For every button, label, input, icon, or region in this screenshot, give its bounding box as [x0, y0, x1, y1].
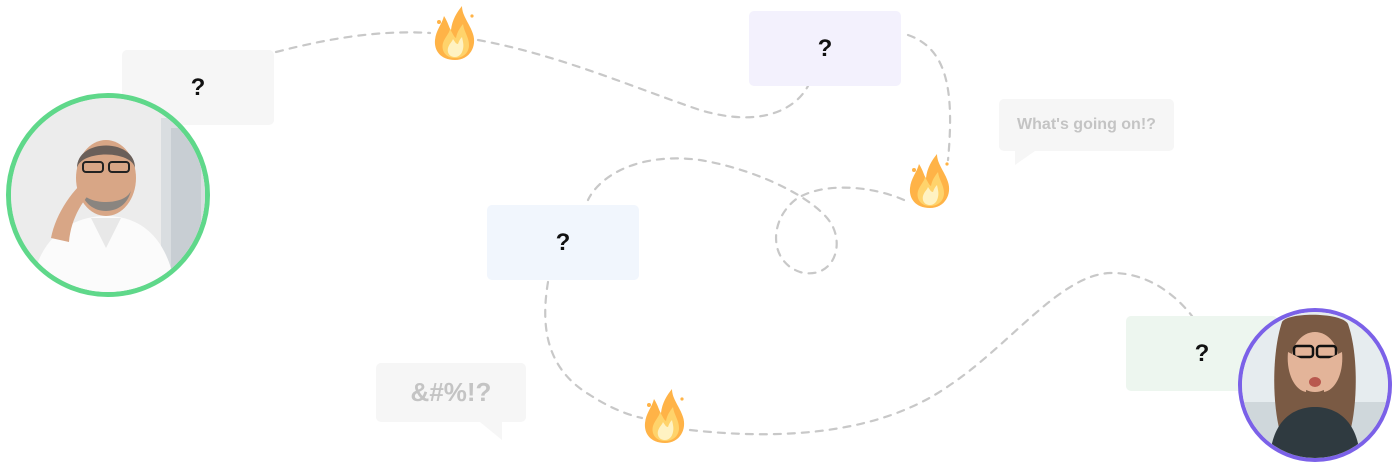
- speech-tail: [480, 422, 502, 440]
- speech-tail: [1015, 151, 1035, 165]
- path-fire2-loop-to-bubble3: [586, 157, 906, 275]
- path-bubble2-to-fire2: [906, 33, 952, 162]
- fire-icon: [430, 4, 480, 62]
- question-bubble-purple: ?: [749, 11, 901, 86]
- path-bubble3-to-fire3: [544, 280, 644, 420]
- question-mark: ?: [817, 34, 833, 62]
- question-mark: ?: [1194, 339, 1210, 367]
- frustrated-man-illustration: [11, 98, 205, 292]
- speech-text: &#%!?: [410, 377, 492, 407]
- question-bubble-blue: ?: [487, 205, 639, 280]
- frustrated-man-avatar: [6, 93, 210, 297]
- speech-text: What's going on!?: [1017, 116, 1156, 133]
- question-mark: ?: [190, 73, 206, 101]
- speech-bubble-grawlix: &#%!?: [376, 363, 526, 440]
- stressed-woman-illustration: [1242, 312, 1388, 458]
- fire-icon: [640, 387, 690, 445]
- path-fire3-to-bubble4: [688, 271, 1194, 436]
- speech-bubble-whats-going-on: What's going on!?: [999, 99, 1174, 165]
- path-bubble1-to-fire1: [274, 31, 432, 54]
- stressed-woman-avatar: [1238, 308, 1392, 462]
- fire-icon: [905, 152, 955, 210]
- question-mark: ?: [555, 228, 571, 256]
